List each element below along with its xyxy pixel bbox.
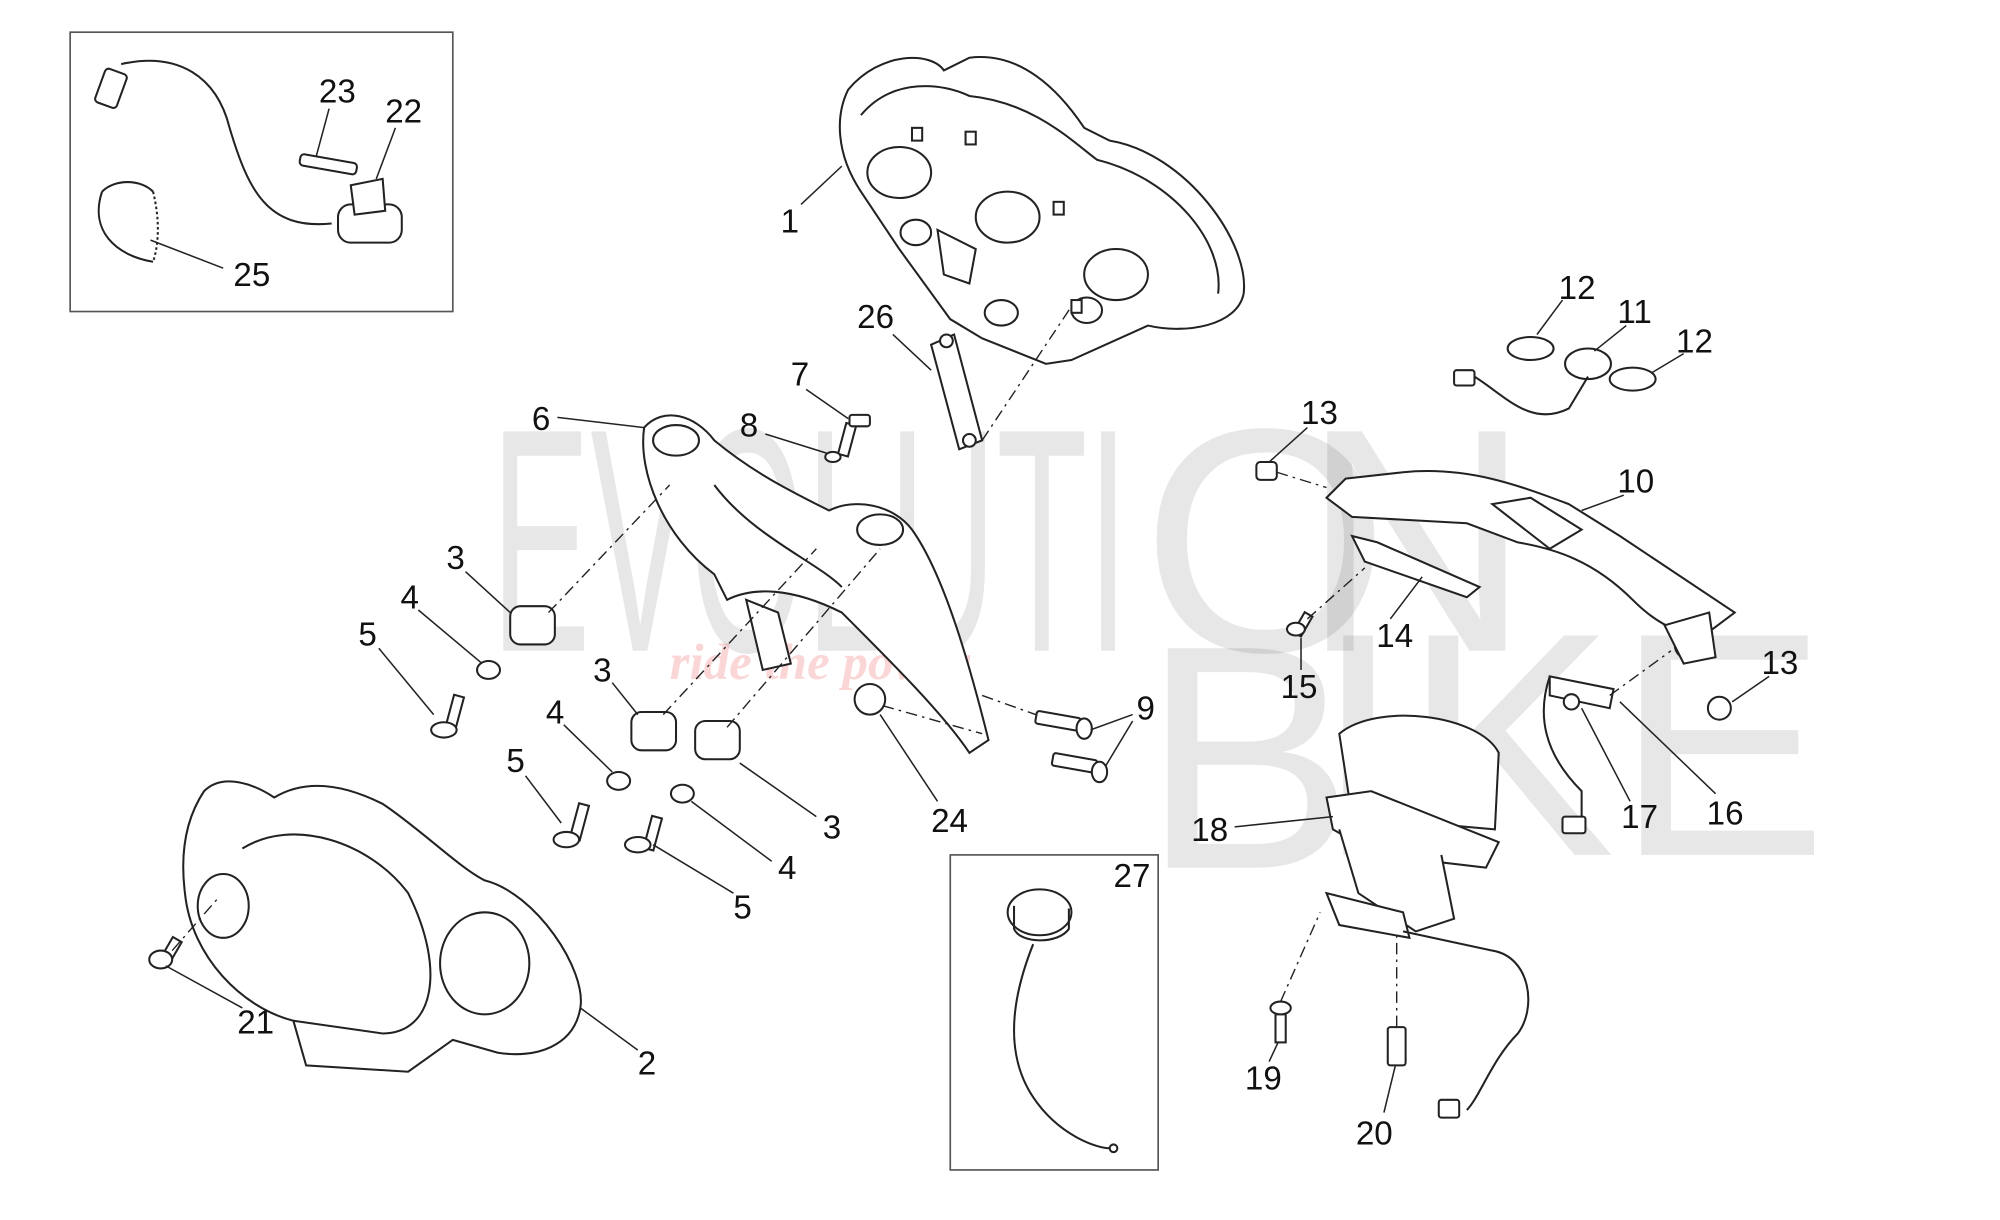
label-3a: 3 [446, 540, 464, 577]
grommet-part-3 [509, 605, 741, 761]
label-13b: 13 [1761, 645, 1798, 682]
sensor-part-16-17 [1542, 675, 1615, 835]
label-11: 11 [1617, 294, 1651, 331]
label-12b: 12 [1676, 323, 1713, 360]
label-8: 8 [740, 408, 758, 445]
nut-part-13 [1706, 695, 1732, 721]
label-22: 22 [385, 94, 422, 131]
label-3b: 3 [593, 652, 611, 689]
label-4a: 4 [401, 580, 419, 617]
label-6: 6 [532, 401, 550, 438]
ignition-lock-part-18 [1324, 714, 1530, 1119]
label-2: 2 [638, 1045, 656, 1082]
label-23: 23 [319, 73, 356, 110]
label-7: 7 [791, 357, 809, 394]
label-19: 19 [1245, 1061, 1282, 1098]
bracket-part-6 [642, 414, 990, 755]
label-1: 1 [781, 203, 799, 240]
label-25: 25 [233, 257, 270, 294]
screw-part-20 [1386, 1026, 1407, 1067]
nut-part-24 [853, 682, 887, 716]
label-24: 24 [931, 803, 968, 840]
label-13a: 13 [1301, 395, 1338, 432]
label-4c: 4 [778, 850, 796, 887]
washer-part-8 [824, 450, 842, 464]
bracket-part-10 [1324, 469, 1737, 665]
label-16: 16 [1707, 795, 1744, 832]
label-26: 26 [857, 299, 894, 336]
label-18: 18 [1191, 812, 1228, 849]
watermark-b: B [1142, 579, 1355, 936]
label-27: 27 [1114, 858, 1151, 895]
screw-part-13 [1255, 461, 1278, 481]
sensor-part-22 [94, 59, 403, 263]
label-12a: 12 [1559, 270, 1596, 307]
label-5a: 5 [358, 617, 376, 654]
plate-part-14 [1350, 534, 1482, 599]
screw-part-5 [430, 693, 664, 854]
label-10: 10 [1617, 464, 1654, 501]
instrument-housing-part-1 [838, 55, 1246, 365]
label-17: 17 [1621, 799, 1658, 836]
washer-part-4 [476, 660, 695, 804]
label-4b: 4 [546, 695, 564, 732]
label-9: 9 [1136, 691, 1154, 728]
sensor-part-27 [1006, 888, 1119, 1154]
watermark-o: O [1142, 362, 1390, 719]
bolt-part-9 [1034, 710, 1109, 784]
screw-part-7 [836, 413, 871, 458]
screw-part-21 [148, 935, 184, 970]
label-15: 15 [1281, 669, 1318, 706]
label-20: 20 [1356, 1115, 1393, 1152]
label-5c: 5 [733, 890, 751, 927]
instrument-cover-part-2 [182, 780, 582, 1073]
inset-sensor-27-box [949, 854, 1159, 1171]
part-labels: 23 22 25 1 26 7 8 6 3 4 5 3 4 5 3 4 5 9 … [233, 73, 1798, 1152]
label-5b: 5 [506, 743, 524, 780]
label-3c: 3 [823, 809, 841, 846]
screw-part-19 [1269, 1000, 1292, 1044]
watermark-n: N [1301, 362, 1531, 719]
label-14: 14 [1376, 618, 1413, 655]
label-21: 21 [237, 1004, 274, 1041]
light-part-11-12 [1453, 336, 1657, 416]
inset-sensor-box [69, 31, 454, 313]
